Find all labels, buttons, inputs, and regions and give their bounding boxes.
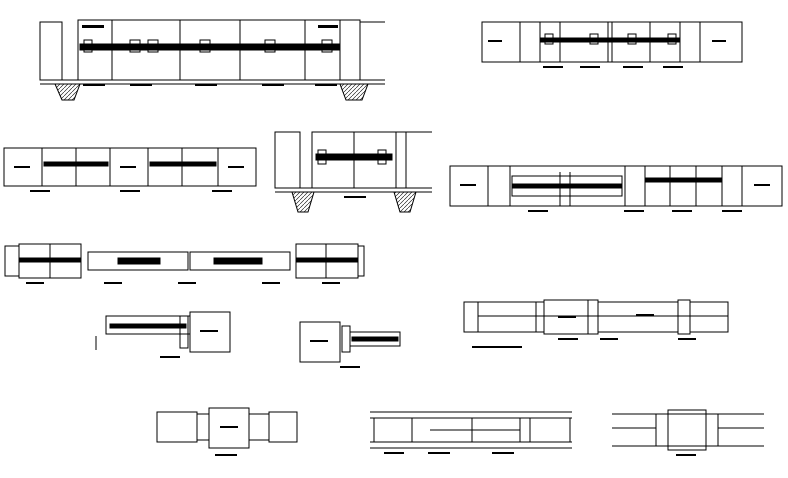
detail-mid-right-elevation [449,165,783,212]
detail-mid-center-section [274,131,432,213]
detail-bottom-left [156,407,298,456]
detail-top-right-elevation [481,21,743,68]
detail-small-plan-b [299,321,401,368]
detail-bottom-center [370,411,572,454]
detail-mid-left-elevation [3,147,257,192]
detail-wide-plan [463,299,729,348]
detail-small-plan-a [95,311,231,358]
detail-bottom-right [612,409,764,456]
detail-row-long-plan [4,243,365,284]
detail-top-left-elevation [39,19,385,101]
